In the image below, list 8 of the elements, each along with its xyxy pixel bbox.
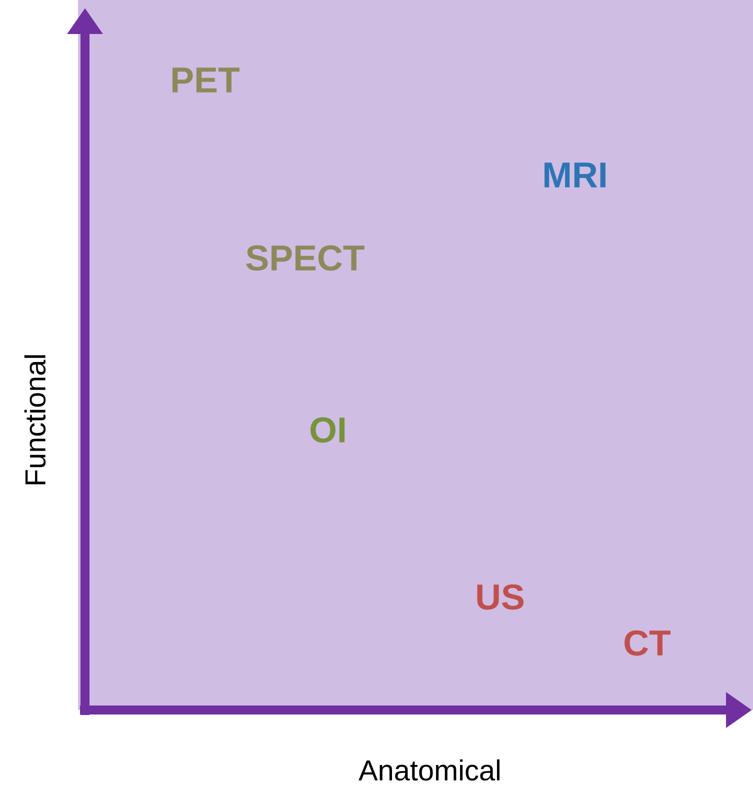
axis-title: Anatomical (358, 759, 500, 781)
modality-label: US (477, 584, 524, 610)
modality-label: OI (310, 417, 345, 443)
axis-title: Functional (24, 355, 46, 484)
modality-label: CT (624, 630, 671, 656)
modality-label: SPECT (246, 245, 364, 271)
modality-label: PET (172, 68, 240, 92)
modality-label: MRI (544, 162, 606, 188)
